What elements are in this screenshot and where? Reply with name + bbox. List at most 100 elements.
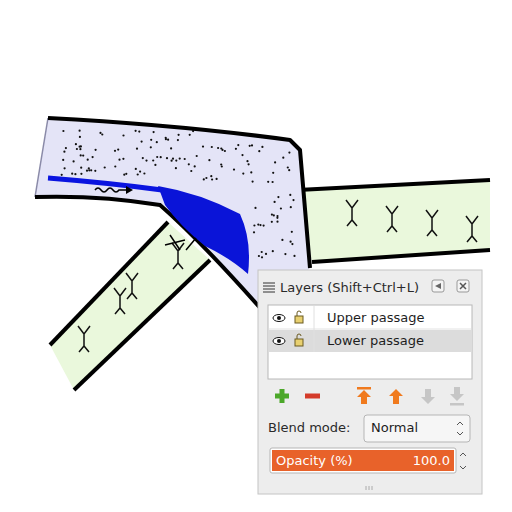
sand-dot: [79, 136, 81, 138]
sand-dot: [137, 173, 139, 175]
sand-dot: [189, 134, 191, 136]
sand-dot: [251, 144, 253, 146]
sand-dot: [125, 173, 127, 175]
close-button: [457, 280, 469, 292]
sand-dot: [178, 134, 180, 136]
sand-dot: [156, 141, 158, 143]
sand-dot: [118, 159, 120, 161]
sand-dot: [88, 167, 90, 169]
grass-symbol: [114, 288, 126, 314]
lower-passage-left: [50, 222, 210, 390]
sand-dot: [280, 207, 282, 209]
sand-dot: [95, 149, 97, 151]
sand-dot: [216, 178, 218, 180]
sand-dot: [61, 174, 63, 176]
sand-dot: [150, 146, 152, 148]
sand-dot: [80, 173, 82, 175]
dropdown-arrows: [457, 422, 463, 435]
dialog-title: Layers (Shift+Ctrl+L): [280, 280, 419, 296]
visibility-icon: [273, 315, 285, 345]
sand-dot: [165, 138, 167, 140]
sand-dot: [292, 199, 294, 201]
sand-dot: [104, 166, 106, 168]
sand-dot: [202, 146, 204, 148]
sand-dot: [253, 231, 255, 233]
delete-layer-button: [305, 394, 320, 399]
sand-dot: [153, 131, 155, 133]
sand-dot: [90, 169, 92, 171]
sand-dot: [88, 169, 90, 171]
sand-dot: [241, 154, 243, 156]
sand-dot: [142, 157, 144, 159]
sand-dot: [277, 196, 279, 198]
sand-dot: [276, 217, 278, 219]
sand-dot: [117, 149, 119, 151]
sand-dot: [65, 147, 67, 149]
sand-dot: [150, 139, 152, 141]
passage-edge: [35, 118, 48, 197]
passage-wall: [298, 180, 490, 190]
sand-dot: [271, 214, 273, 216]
column-divider: [314, 306, 315, 352]
sand-dot: [281, 239, 283, 241]
sand-dot: [138, 131, 140, 133]
sand-dot: [265, 253, 267, 255]
sand-dot: [272, 172, 274, 174]
sand-dot: [136, 148, 138, 150]
sand-dot: [166, 157, 168, 159]
sand-dot: [276, 221, 278, 223]
blend-dropdown: [364, 415, 470, 442]
sand-dot: [62, 159, 64, 161]
pitch-symbol: [165, 235, 196, 250]
sand-dot: [79, 130, 81, 132]
sand-dot: [272, 181, 274, 183]
layer-name: Lower passage: [327, 333, 424, 349]
sand-dot: [259, 224, 261, 226]
sand-dot: [122, 158, 124, 160]
sand-dot: [75, 143, 77, 145]
sand-dot: [135, 168, 137, 170]
field-label: Blend mode:: [268, 420, 350, 436]
sand-dot: [233, 169, 235, 171]
sand-dot: [139, 171, 141, 173]
sand-dot: [179, 158, 181, 160]
sand-dot: [211, 146, 213, 148]
stream: [48, 178, 162, 190]
sand-dot: [258, 150, 260, 152]
sand-dot: [171, 160, 173, 162]
sand-dot: [170, 147, 172, 149]
sand-dot: [261, 256, 263, 258]
grass-symbol: [346, 200, 358, 226]
sand-dot: [282, 157, 284, 159]
spin-buttons: [460, 453, 466, 469]
sand-dot: [224, 150, 226, 152]
lock-icon: [295, 311, 303, 346]
sand-dot: [167, 139, 169, 141]
sand-dot: [141, 141, 143, 143]
sand-dot: [86, 170, 88, 172]
sand-dot: [272, 250, 274, 252]
lower-buttons: [421, 387, 464, 406]
field-value: 100.0: [413, 453, 450, 469]
grass-symbol: [126, 273, 138, 299]
sand-dot: [249, 145, 251, 147]
layers-icon: [263, 283, 275, 292]
sand-dot: [291, 231, 293, 233]
sand-dot: [63, 151, 65, 153]
sand-dot: [160, 156, 162, 158]
sand-dot: [267, 181, 269, 183]
grass-symbol: [466, 216, 478, 242]
grass-symbol: [78, 326, 90, 352]
flow-symbol: [95, 188, 126, 192]
sand-dot: [190, 170, 192, 172]
sand-dot: [154, 164, 156, 166]
sand-dot: [76, 148, 78, 150]
close-icon: [460, 283, 466, 289]
sand-dot: [135, 130, 137, 132]
lower-passage-right: [298, 180, 490, 262]
sand-dot: [271, 221, 273, 223]
sand-dot: [274, 201, 276, 203]
sand-dot: [235, 148, 237, 150]
sand-dot: [177, 139, 179, 141]
